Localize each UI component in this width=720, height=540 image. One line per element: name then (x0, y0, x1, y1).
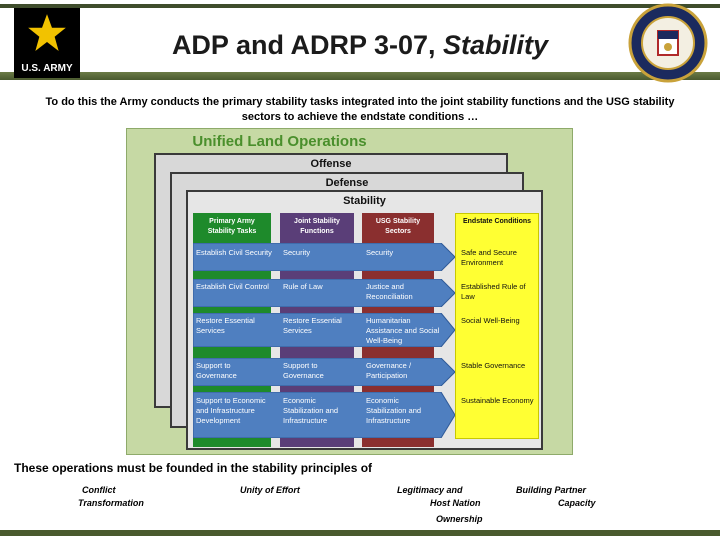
column-header-functions: Joint Stability Functions (294, 218, 340, 235)
row-arrow (193, 313, 455, 347)
column-header-tasks: Primary Army Stability Tasks (207, 218, 257, 235)
army-logo-text: U.S. ARMY (21, 63, 73, 74)
row3-sector: Humanitarian Assistance and Social Well-… (366, 316, 440, 345)
page-title: ADP and ADRP 3-07, Stability (100, 30, 620, 61)
row-arrow (193, 392, 455, 438)
row5-sector: Economic Stabilization and Infrastructur… (366, 396, 422, 425)
row-arrow-shape (193, 392, 455, 438)
row-arrow-shape (193, 279, 455, 307)
army-war-college-seal-icon (628, 3, 708, 83)
row2-endstate: Established Rule of Law (461, 282, 526, 301)
principles-heading: These operations must be founded in the … (14, 461, 373, 475)
row3-task: Restore Essential Services (196, 316, 255, 335)
header-bottom-stripe (0, 72, 720, 80)
row-arrow-shape (193, 243, 455, 271)
principle-host-nation: Host Nation (430, 498, 481, 508)
column-header-sectors: USG Stability Sectors (375, 218, 421, 235)
header-top-stripe (0, 4, 720, 8)
row3-function: Restore Essential Services (283, 316, 342, 335)
row-arrow (193, 279, 455, 307)
row1-sector: Security (366, 248, 394, 257)
stability-label: Stability (343, 195, 386, 207)
principle-unity-of-effort: Unity of Effort (240, 485, 300, 495)
row2-task: Establish Civil Control (196, 282, 269, 291)
column-endstate-conditions: Endstate Conditions (455, 213, 539, 439)
row-arrow-shape (193, 358, 455, 386)
principle-conflict: Conflict (82, 485, 116, 495)
header-banner (0, 0, 720, 88)
row1-task: Establish Civil Security (196, 248, 272, 257)
row1-endstate: Safe and Secure Environment (461, 248, 517, 267)
row-arrow (193, 243, 455, 271)
row4-task: Support to Governance (196, 361, 237, 380)
principle-legitimacy: Legitimacy and (397, 485, 463, 495)
row-arrow (193, 358, 455, 386)
row-arrow-shape (193, 313, 455, 347)
row3-endstate: Social Well-Being (461, 316, 520, 325)
principle-building-partner: Building Partner (516, 485, 587, 495)
principle-transformation: Transformation (78, 498, 144, 508)
footer-stripe (0, 530, 720, 536)
row5-task: Support to Economic and Infrastructure D… (196, 396, 266, 425)
unified-land-operations-title: Unified Land Operations (192, 133, 367, 150)
row4-function: Support to Governance (283, 361, 324, 380)
principle-ownership: Ownership (436, 514, 483, 524)
us-army-logo: U.S. ARMY (14, 8, 80, 78)
page-title-italic: Stability (443, 30, 549, 60)
row2-function: Rule of Law (283, 282, 323, 291)
row1-function: Security (283, 248, 311, 257)
row5-function: Economic Stabilization and Infrastructur… (283, 396, 339, 425)
intro-text: To do this the Army conducts the primary… (45, 96, 675, 123)
principle-capacity: Capacity (558, 498, 596, 508)
column-header-endstate: Endstate Conditions (462, 218, 532, 225)
army-star-icon (24, 10, 70, 55)
page-title-main: ADP and ADRP 3-07, (171, 30, 444, 60)
defense-label: Defense (325, 177, 369, 189)
row4-sector: Governance / Participation (366, 361, 412, 380)
row2-sector: Justice and Reconciliation (366, 282, 413, 301)
row4-endstate: Stable Governance (461, 361, 526, 370)
row5-endstate: Sustainable Economy (461, 396, 534, 405)
offense-label: Offense (310, 158, 352, 170)
